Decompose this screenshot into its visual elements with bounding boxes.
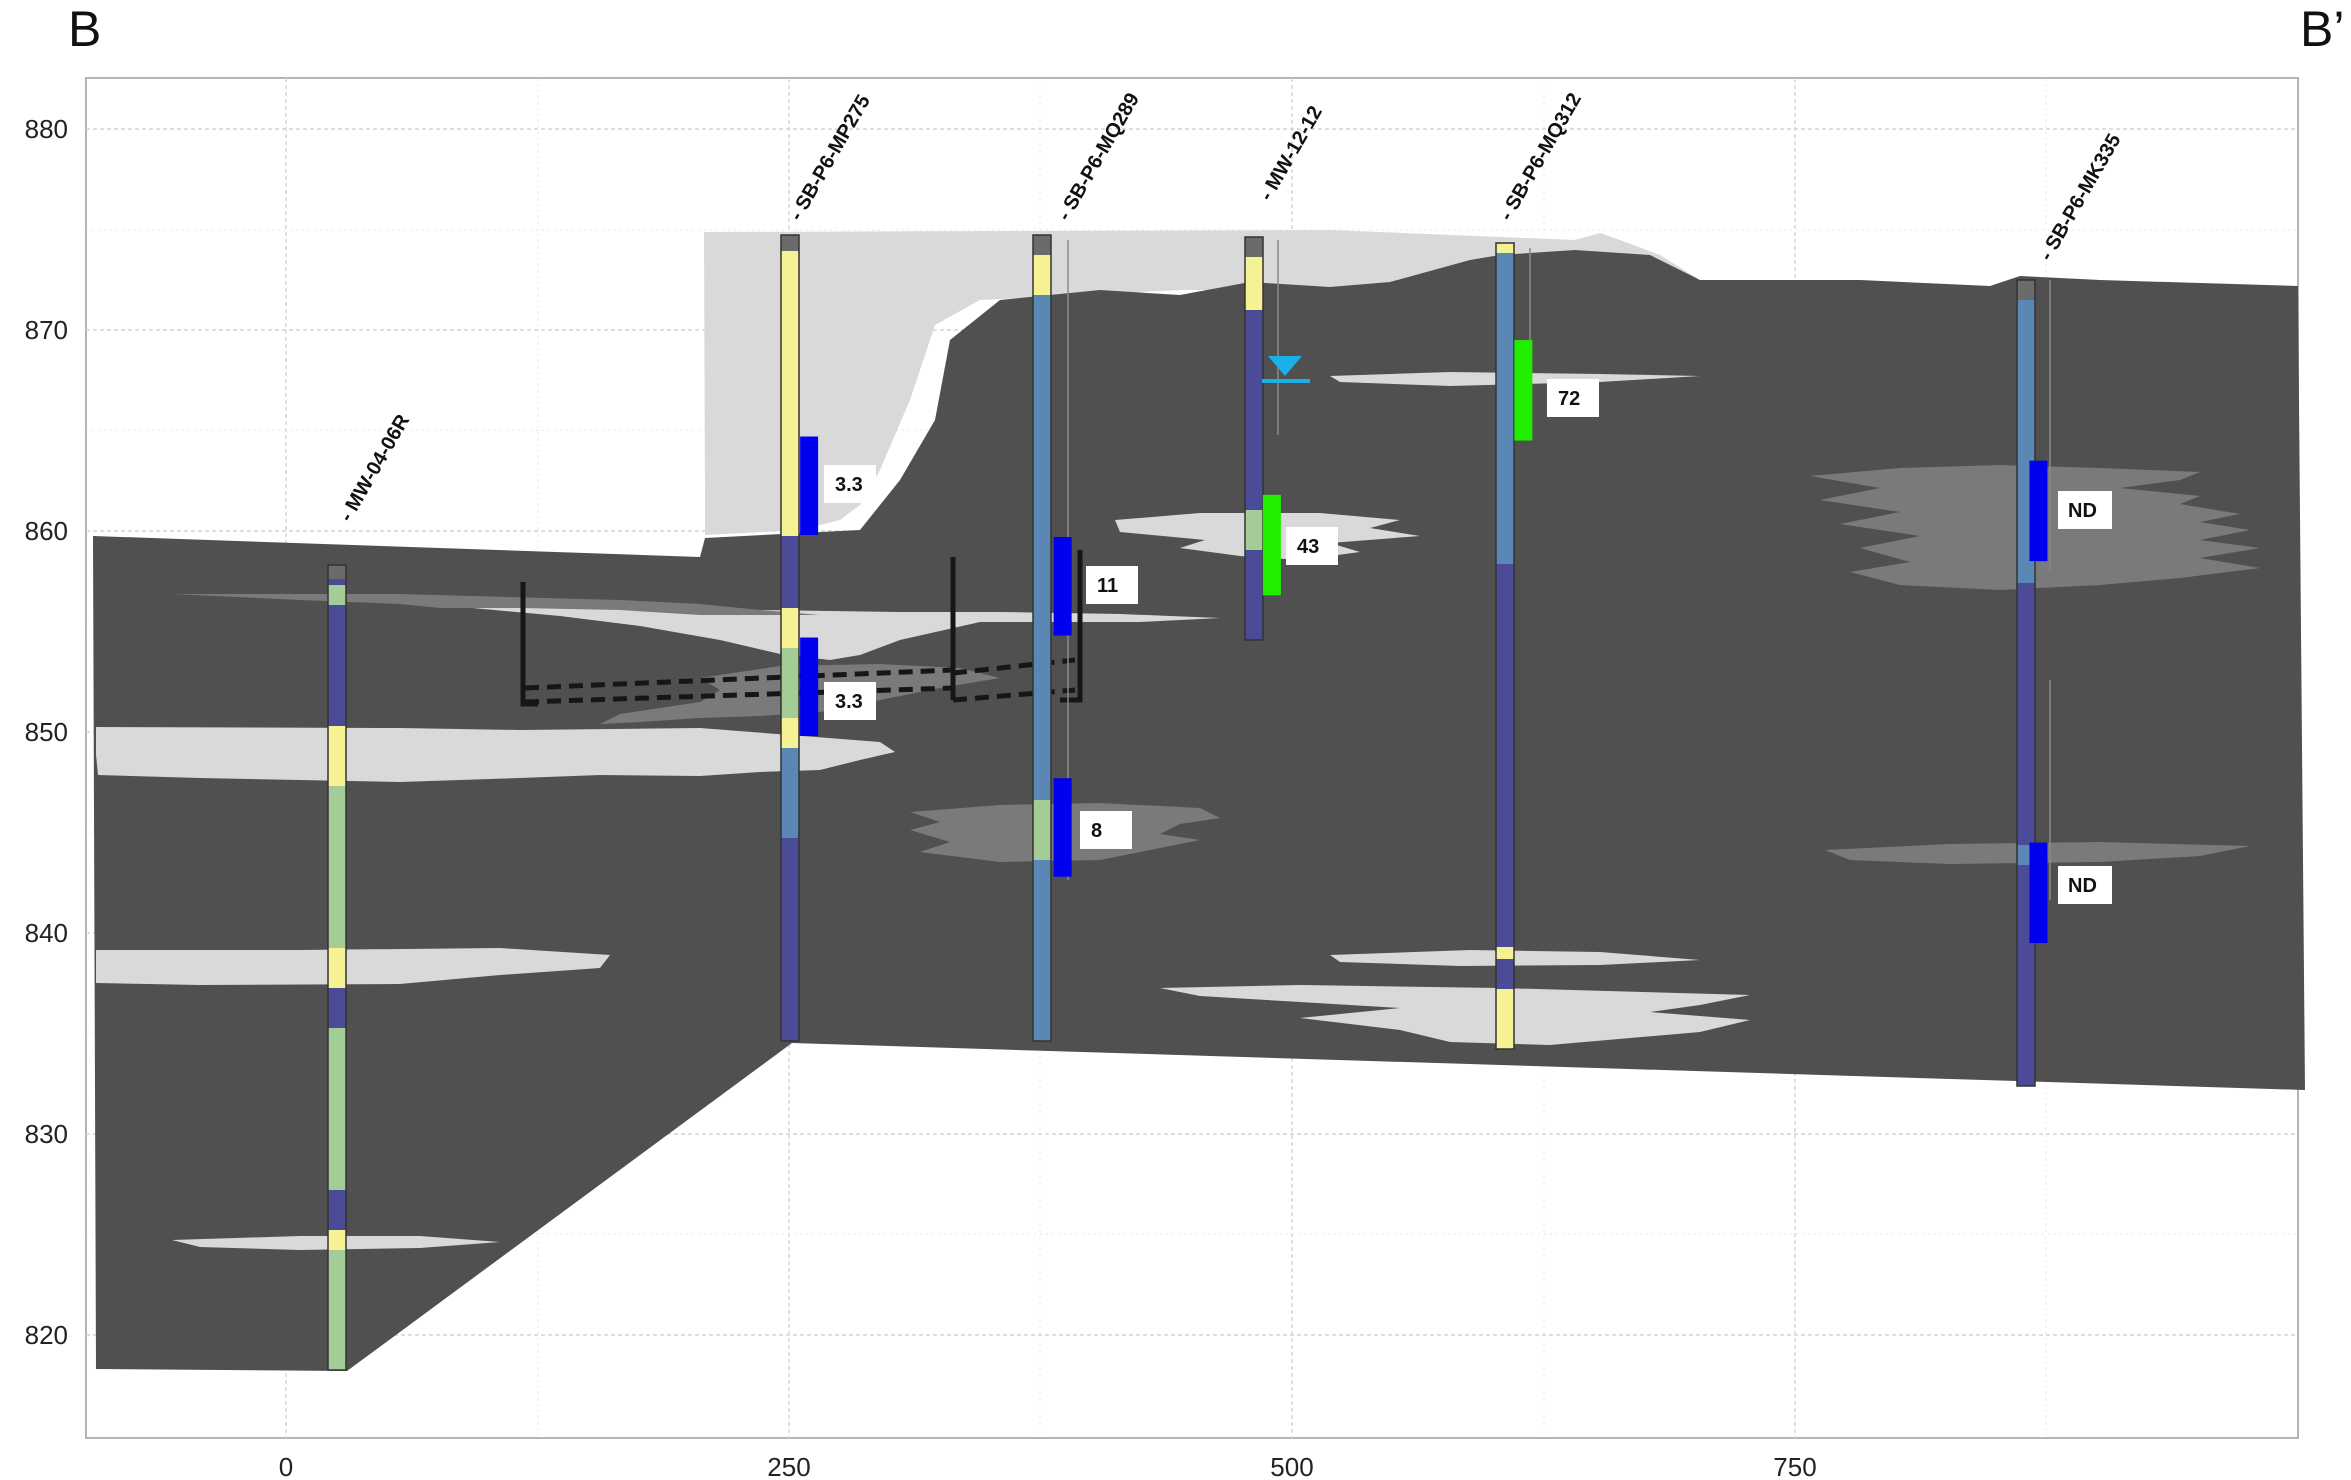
svg-text:3.3: 3.3 <box>835 691 863 713</box>
x-tick-label: 250 <box>767 1452 810 1480</box>
boring-log-mw-04-06r <box>327 564 347 1371</box>
water-table-icon <box>1268 356 1302 376</box>
sample-label-mk335-upper: ND <box>2058 491 2112 529</box>
svg-text:11: 11 <box>1097 575 1118 597</box>
sample-label-mq312: 72 <box>1547 379 1599 417</box>
water-table-marker <box>1262 356 1310 383</box>
sample-bar-mq289-lower <box>1053 778 1072 877</box>
sample-label-mq289-upper: 11 <box>1086 566 1138 604</box>
sample-bar-mk335-upper <box>2029 460 2048 562</box>
sample-bar-mq289-upper <box>1053 537 1072 636</box>
y-tick-label: 860 <box>25 516 68 546</box>
sample-bar-mp275-upper <box>800 436 819 536</box>
section-start-label: B <box>68 1 101 57</box>
svg-text:ND: ND <box>2068 875 2097 897</box>
svg-text:ND: ND <box>2068 500 2097 522</box>
boring-log-sb-p6-mq289 <box>1032 234 1052 1042</box>
x-tick-label: 750 <box>1773 1452 1816 1480</box>
sample-label-mw-12-12: 43 <box>1286 527 1338 565</box>
sample-bar-mw1212 <box>1262 494 1281 596</box>
sample-bars <box>800 340 2048 944</box>
upper-fill-unit <box>704 230 1700 535</box>
svg-text:3.3: 3.3 <box>835 474 863 496</box>
sample-label-mp275-lower: 3.3 <box>824 682 876 720</box>
sample-label-mk335-lower: ND <box>2058 866 2112 904</box>
sample-bar-mp275-lower <box>800 637 819 737</box>
well-construction-lines <box>520 550 1083 707</box>
boring-log-sb-p6-mk335 <box>2016 279 2036 1087</box>
y-tick-label: 820 <box>25 1320 68 1350</box>
y-axis-labels: 880 870 860 850 840 830 820 <box>25 114 68 1350</box>
y-tick-label: 850 <box>25 717 68 747</box>
sample-label-mq289-lower: 8 <box>1080 811 1132 849</box>
section-end-label: B’ <box>2300 1 2344 57</box>
y-tick-label: 830 <box>25 1119 68 1149</box>
sample-bar-mk335-lower <box>2029 842 2048 944</box>
boring-log-mw-12-12 <box>1244 236 1264 641</box>
boring-log-sb-p6-mq312 <box>1495 242 1515 1050</box>
svg-text:8: 8 <box>1091 820 1102 842</box>
svg-text:72: 72 <box>1558 388 1580 410</box>
boring-log-sb-p6-mp275 <box>780 234 800 1042</box>
sample-bar-mq312 <box>1514 340 1533 441</box>
x-axis-labels: 0 250 500 750 <box>279 1452 1817 1480</box>
y-tick-label: 870 <box>25 315 68 345</box>
sample-labels: 3.3 3.3 11 8 43 72 ND ND <box>824 379 2112 904</box>
svg-text:43: 43 <box>1297 536 1319 558</box>
y-tick-label: 840 <box>25 918 68 948</box>
sample-label-mp275-upper: 3.3 <box>824 465 876 503</box>
y-tick-label: 880 <box>25 114 68 144</box>
x-tick-label: 500 <box>1270 1452 1313 1480</box>
x-tick-label: 0 <box>279 1452 293 1480</box>
